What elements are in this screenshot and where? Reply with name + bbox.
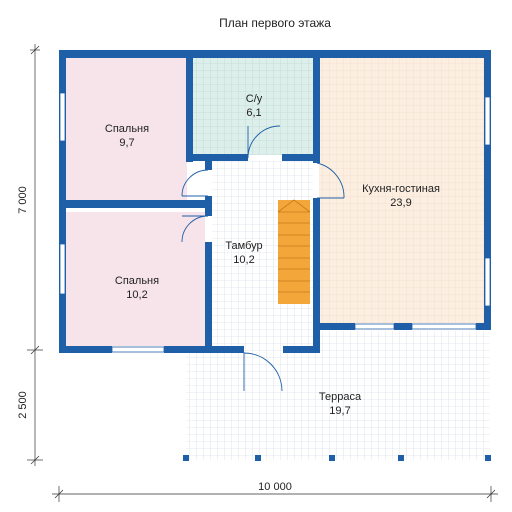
kitchen-floor — [319, 58, 484, 323]
bathroom-floor — [193, 58, 313, 155]
room-area-bedroom-bottom: 10,2 — [126, 289, 147, 301]
windows — [59, 92, 491, 353]
room-name-terrace: Терраса — [319, 391, 362, 403]
room-area-bedroom-top: 9,7 — [119, 137, 134, 149]
dimension-height-terrace: 2 500 — [17, 391, 29, 419]
room-name-bedroom-bottom: Спальня — [115, 275, 159, 287]
plan-title: План первого этажа — [219, 16, 331, 30]
room-area-kitchen: 23,9 — [390, 197, 411, 209]
room-name-bathroom: С/у — [246, 93, 263, 105]
dimension-lines — [27, 44, 498, 502]
room-name-bedroom-top: Спальня — [105, 123, 149, 135]
doors — [181, 125, 345, 392]
bedroom-top-floor — [66, 58, 187, 200]
room-area-terrace: 19,7 — [329, 405, 350, 417]
room-name-kitchen: Кухня-гостиная — [362, 183, 440, 195]
room-name-vestibule: Тамбур — [225, 240, 262, 252]
room-area-vestibule: 10,2 — [233, 254, 254, 266]
dimension-height-main: 7 000 — [17, 186, 29, 214]
bedroom-bottom-floor — [66, 212, 205, 346]
room-area-bathroom: 6,1 — [246, 107, 261, 119]
staircase — [277, 199, 311, 304]
dimension-width: 10 000 — [258, 481, 292, 493]
walls — [59, 50, 491, 353]
terrace-posts — [183, 455, 491, 461]
